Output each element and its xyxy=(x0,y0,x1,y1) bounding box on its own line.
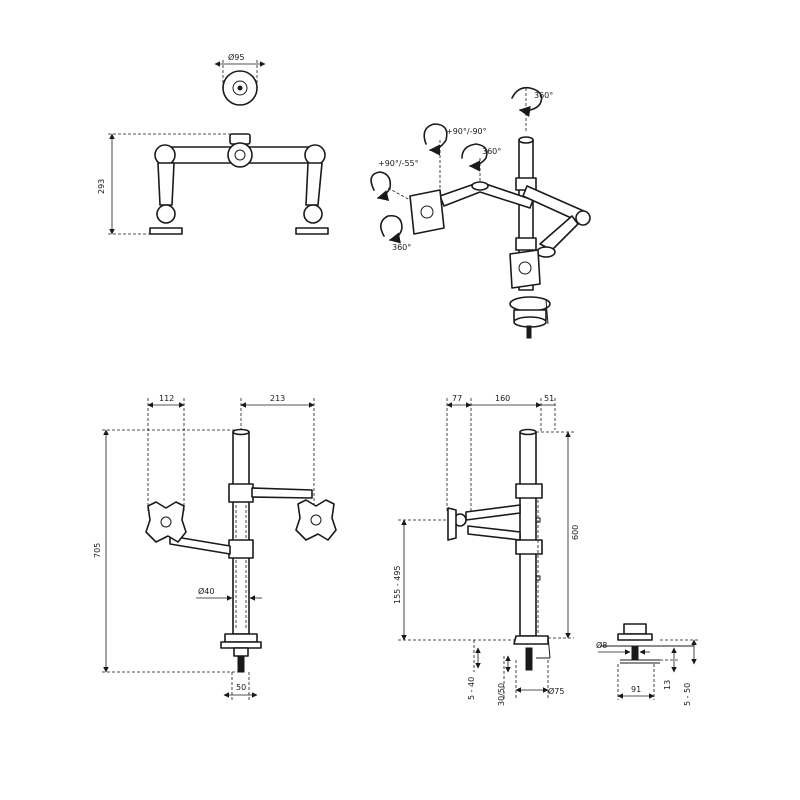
top-height-label: 293 xyxy=(97,179,106,194)
dual-arm-front-view: 293 xyxy=(97,133,329,235)
top-diameter-label: Ø95 xyxy=(228,52,244,62)
top-view-base: Ø95 xyxy=(214,52,266,106)
rot-side-label: +90°/-55° xyxy=(378,159,419,168)
isometric-view: 360° +90°/-90° 360° +90°/-55° 360° xyxy=(370,86,591,339)
side-base-diameter-label: Ø75 xyxy=(548,686,564,696)
rot-arm-label: 360° xyxy=(482,147,501,156)
side-5-40-label: 5 - 40 xyxy=(467,677,476,700)
front-705-label: 705 xyxy=(93,543,102,558)
clamp-diameter-label: Ø8 xyxy=(596,640,607,650)
rot-plate-label: 360° xyxy=(392,243,411,252)
clamp-13-label: 13 xyxy=(663,680,672,690)
rot-top-label: 360° xyxy=(534,91,553,100)
front-213-label: 213 xyxy=(270,394,285,403)
front-view: 112 213 705 Ø40 xyxy=(93,394,337,700)
front-pole-diameter-label: Ø40 xyxy=(198,586,214,596)
side-51-label: 51 xyxy=(544,394,554,403)
side-range-label: 155 - 495 xyxy=(393,565,402,604)
side-30-50-label: 30/50 xyxy=(497,683,506,706)
clamp-detail: Ø8 91 13 5 - 50 xyxy=(596,623,700,706)
side-600-label: 600 xyxy=(571,525,580,540)
side-77-label: 77 xyxy=(452,394,462,403)
front-50-label: 50 xyxy=(236,683,246,692)
rot-tilt-label: +90°/-90° xyxy=(446,127,487,136)
front-112-label: 112 xyxy=(159,394,174,403)
side-view: 77 160 51 600 155 - 495 5 - 4 xyxy=(393,394,580,706)
clamp-5-50-label: 5 - 50 xyxy=(683,683,692,706)
clamp-91-label: 91 xyxy=(631,685,641,694)
side-160-label: 160 xyxy=(495,394,510,403)
